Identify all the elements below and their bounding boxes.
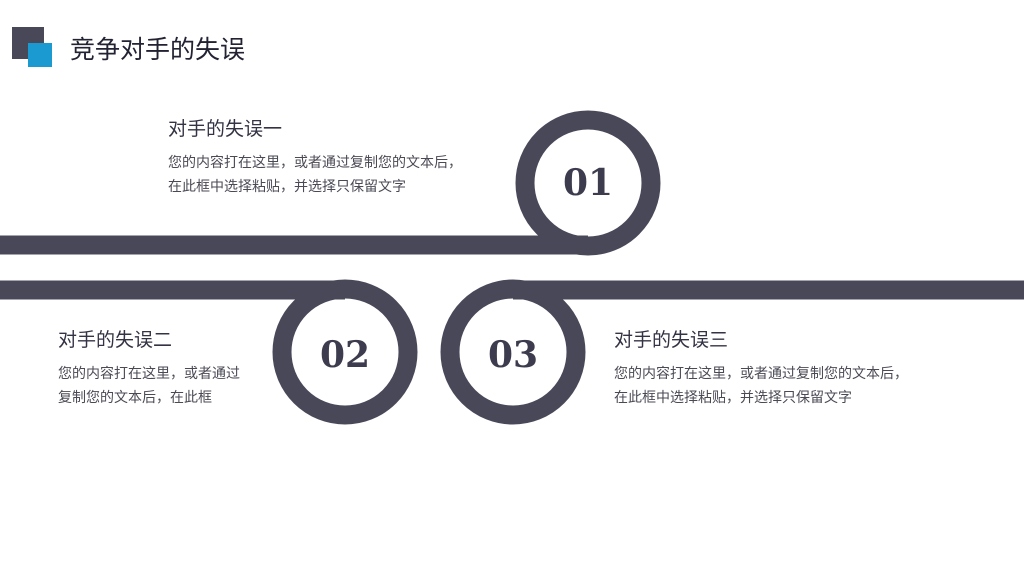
- item-text-3: 您的内容打在这里，或者通过复制您的文本后，在此框中选择粘贴，并选择只保留文字: [614, 366, 908, 406]
- page-title: 竞争对手的失误: [70, 35, 246, 64]
- item-title-3: 对手的失误三: [614, 329, 729, 351]
- circle-03: [440, 279, 586, 425]
- item-title-1: 对手的失误一: [168, 118, 283, 140]
- logo-blue-square: [28, 43, 52, 67]
- item-text-1: 您的内容打在这里，或者通过复制您的文本后，在此框中选择粘贴，并选择只保留文字: [168, 155, 462, 195]
- step-number-01: 01: [562, 162, 614, 204]
- item-text-2: 您的内容打在这里，或者通过复制您的文本后，在此框: [58, 366, 240, 406]
- circle-01: [515, 110, 661, 256]
- step-number-03: 03: [487, 334, 539, 376]
- item-title-2: 对手的失误二: [58, 329, 173, 351]
- step-number-02: 02: [319, 334, 371, 376]
- circle-02: [272, 279, 418, 425]
